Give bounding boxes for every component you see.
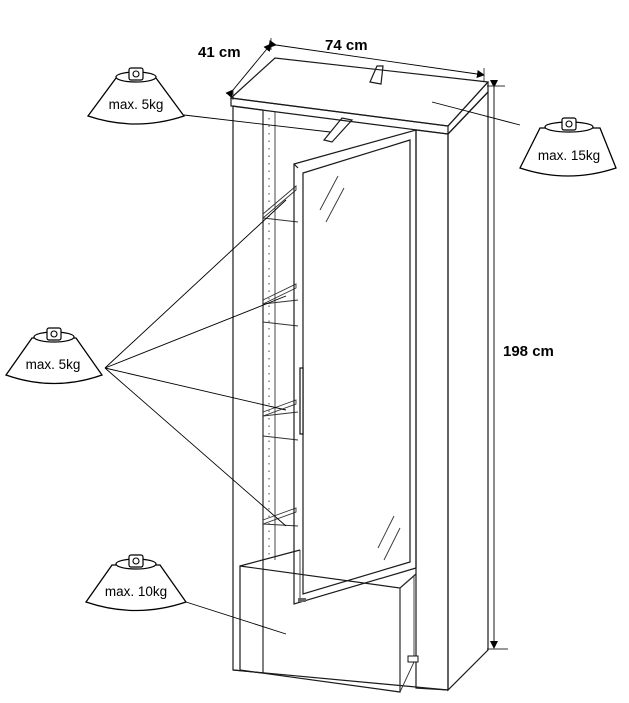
weight-badge-top-left: max. 5kg xyxy=(86,67,186,125)
width-label: 74 cm xyxy=(325,37,368,54)
weight-badge-middle-left: max. 5kg xyxy=(4,327,104,385)
weight-icon xyxy=(128,67,144,81)
cabinet xyxy=(229,57,490,693)
weight-icon xyxy=(561,117,577,131)
weight-badge-top-right: max. 15kg xyxy=(519,117,617,177)
dimension-lines xyxy=(225,38,508,650)
leader-lines xyxy=(104,101,521,635)
drawer xyxy=(239,549,419,693)
shelves xyxy=(262,185,299,527)
depth-label: 41 cm xyxy=(198,44,241,61)
weight-icon xyxy=(46,327,62,341)
load-label-top-left: max. 5kg xyxy=(109,97,164,112)
load-label-middle-left: max. 5kg xyxy=(26,357,81,372)
load-label-bottom-left: max. 10kg xyxy=(105,584,167,599)
load-label-top-right: max. 15kg xyxy=(538,148,600,163)
height-label: 198 cm xyxy=(503,343,554,360)
mirror-door xyxy=(293,129,417,605)
weight-icon xyxy=(128,554,144,568)
weight-badge-bottom-left: max. 10kg xyxy=(84,554,188,612)
